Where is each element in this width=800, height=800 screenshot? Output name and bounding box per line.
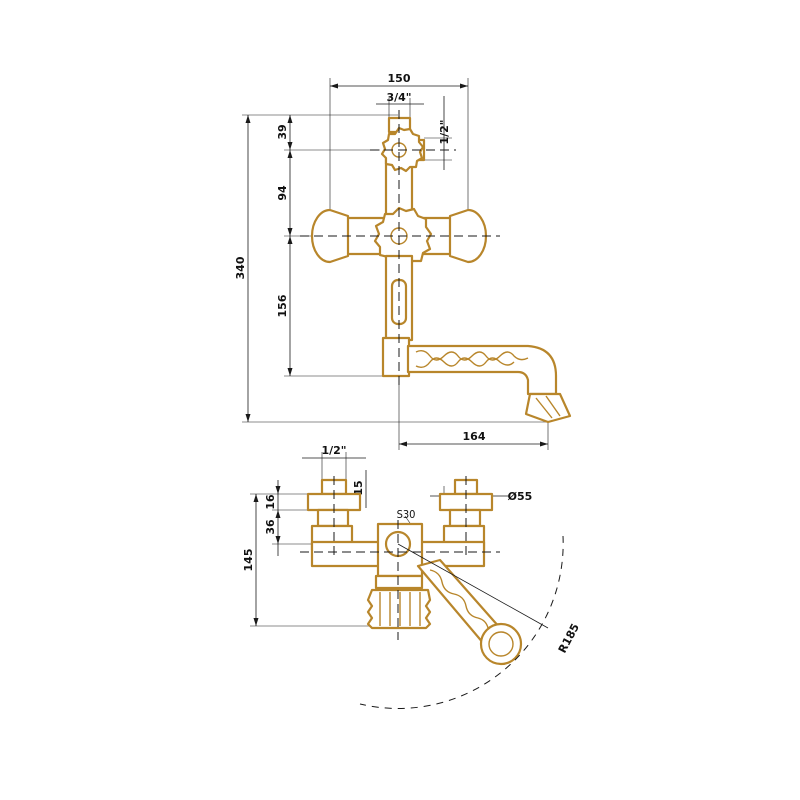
arrow [253, 618, 259, 626]
arrow [287, 142, 293, 150]
arrow [399, 441, 407, 447]
dim-145-label: 145 [242, 549, 255, 572]
knurled-knob [366, 588, 432, 630]
arrow [275, 536, 281, 544]
dim-156-label: 156 [276, 294, 289, 317]
dim-164-label: 164 [463, 430, 486, 443]
arrow [287, 368, 293, 376]
dim-12b-label: 1/2" [321, 444, 346, 457]
arrow [275, 486, 281, 494]
aerator-line [535, 397, 553, 419]
front-view: 150 3/4" 1/2" 340 39 94 156 [234, 72, 572, 450]
dim-12-label: 1/2" [438, 119, 451, 144]
arrow [287, 228, 293, 236]
arrow [287, 236, 293, 244]
arrow [330, 83, 338, 89]
arrow [245, 414, 251, 422]
dim-55-label: Ø55 [508, 490, 533, 503]
arrow [460, 83, 468, 89]
swivel-end [479, 622, 523, 666]
swivel-ornament [429, 569, 489, 629]
dim-r185-label: R185 [556, 621, 582, 655]
dim-94-label: 94 [276, 185, 289, 201]
aerator-line [545, 395, 561, 417]
arrow [540, 441, 548, 447]
dim-36-label: 36 [264, 519, 277, 535]
swing-arc [359, 535, 564, 709]
arrow [253, 494, 259, 502]
arrow [287, 150, 293, 158]
arrow [287, 115, 293, 123]
top-view: 1/2" 15 16 36 145 Ø55 S30 [242, 444, 582, 709]
dim-340-label: 340 [234, 256, 247, 279]
right-nut [448, 508, 482, 528]
swivel-end-inner [488, 631, 514, 657]
spout [406, 344, 558, 396]
spout-ornament [415, 349, 529, 369]
arrow [245, 115, 251, 123]
arrow [275, 510, 281, 518]
base-block [381, 336, 411, 378]
dim-150-label: 150 [388, 72, 411, 85]
dim-s30-label: S30 [397, 508, 416, 521]
dim-39-label: 39 [276, 124, 289, 139]
left-nut [316, 508, 350, 528]
dim-16-label: 16 [264, 494, 277, 510]
neck [374, 574, 424, 590]
radius-line [397, 543, 549, 629]
dim-34-label: 3/4" [386, 91, 411, 104]
dim-15-label: 15 [352, 480, 365, 495]
